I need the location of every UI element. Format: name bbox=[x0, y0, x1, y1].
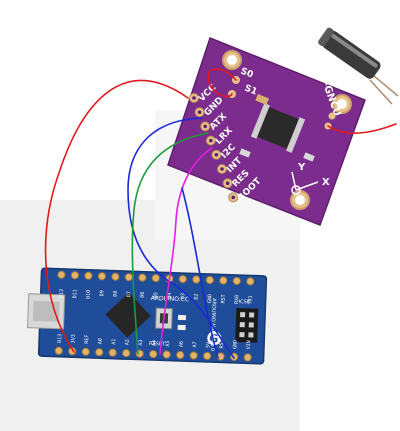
arduino-bottom-pin-label: D13 bbox=[57, 334, 63, 343]
pin-label-s0: S0 bbox=[239, 67, 255, 81]
arduino-top-pin-pad bbox=[111, 272, 120, 281]
module-pin-hole bbox=[209, 138, 213, 143]
sensor-module: S0 S1 GY-GNCU Y X VCCGNDATXLRXI2CINTRESB… bbox=[167, 37, 366, 226]
arduino-nano: G ARDUINO.CC ARDUINO NANO V3.0 RESET ICS… bbox=[27, 267, 268, 365]
arduino-top-pin-pad bbox=[84, 271, 93, 280]
arduino-top-pin-label: D7 bbox=[126, 291, 132, 297]
arduino-top-pin-pad bbox=[70, 271, 80, 280]
arduino-bottom-pin-pad bbox=[203, 351, 212, 361]
arduino-bottom-pin-label: REF bbox=[84, 335, 90, 344]
arduino-top-pin-pad bbox=[205, 275, 214, 285]
arduino-top-pin-label: RST bbox=[221, 294, 227, 303]
arduino-top-pin-pad bbox=[97, 272, 106, 281]
arduino-bottom-pin-pad bbox=[54, 346, 63, 355]
arduino-bottom-pin-pad bbox=[162, 350, 171, 359]
arduino-top-pin-label: D9 bbox=[99, 290, 105, 296]
arduino-bottom-pin-pad bbox=[122, 349, 131, 358]
arduino-top-pin-label: D11 bbox=[72, 289, 78, 298]
arduino-bottom-pin-label: GND bbox=[232, 340, 238, 349]
smd-component bbox=[255, 94, 270, 106]
arduino-top-pin-label: RX0 bbox=[234, 295, 240, 304]
arduino-bottom-pin-pad bbox=[176, 350, 185, 360]
arduino-top-pin-label: D6 bbox=[140, 292, 146, 298]
label-icsp: ICSP bbox=[238, 299, 249, 305]
arduino-bottom-pin-pad bbox=[189, 351, 198, 360]
arduino-bottom-pin-label: 3V3 bbox=[71, 334, 77, 343]
atmega-chip bbox=[105, 292, 151, 338]
arduino-bottom-pin-label: A4 bbox=[151, 340, 157, 346]
module-pin-hole bbox=[220, 167, 224, 171]
arduino-bottom-pin-label: A7 bbox=[192, 341, 198, 347]
arduino-top-pin-label: D3 bbox=[180, 293, 186, 299]
lrx-wire bbox=[159, 147, 213, 355]
arduino-top-pin-label: D12 bbox=[59, 289, 65, 298]
arduino-top-pin-pad bbox=[232, 276, 241, 286]
arduino-bottom-pin-label: A5 bbox=[165, 340, 171, 346]
arduino-bottom-pin-label: 5V bbox=[205, 342, 211, 348]
label-nano-version: ARDUINO NANO V3.0 bbox=[209, 298, 217, 351]
arduino-top-pin-pad bbox=[178, 274, 187, 284]
atx-wire bbox=[131, 132, 209, 355]
arduino-bottom-pin-pad bbox=[68, 347, 77, 356]
arduino-bottom-pin-label: VIN bbox=[246, 340, 252, 349]
icsp-header bbox=[235, 307, 259, 343]
crystal-resonator bbox=[318, 27, 399, 105]
arduino-bottom-pin-pad bbox=[108, 348, 117, 357]
crystal-wire bbox=[327, 123, 397, 134]
arduino-top-pin-label: D10 bbox=[86, 290, 92, 299]
arduino-top-pin-pad bbox=[192, 275, 201, 284]
module-pin-hole bbox=[231, 195, 235, 200]
arduino-top-pin-pad bbox=[57, 270, 66, 279]
arduino-bottom-pin-label: A1 bbox=[111, 339, 117, 345]
module-pin-hole bbox=[214, 153, 219, 157]
pin-label-s1: S1 bbox=[243, 84, 259, 98]
arduino-bottom-pin-pad bbox=[81, 347, 90, 356]
gnd-wire bbox=[127, 117, 235, 359]
sensor-chip bbox=[257, 107, 299, 149]
arduino-top-pin-pad bbox=[219, 276, 228, 285]
smd-component bbox=[239, 148, 251, 158]
arduino-bottom-pin-pad bbox=[243, 353, 252, 362]
s0-s1-jumper bbox=[207, 68, 237, 98]
module-pin-hole bbox=[203, 124, 207, 129]
led bbox=[177, 314, 187, 321]
led bbox=[177, 324, 186, 331]
arduino-top-pin-pad bbox=[246, 277, 255, 286]
arduino-top-pin-label: D5 bbox=[153, 292, 159, 298]
wires bbox=[44, 68, 397, 359]
arduino-top-pin-label: GND bbox=[207, 294, 213, 303]
arduino-bottom-pin-label: A2 bbox=[125, 339, 131, 345]
smd-component bbox=[303, 152, 315, 162]
vcc-wire bbox=[44, 79, 189, 353]
arduino-bottom-pin-label: RST bbox=[219, 339, 225, 348]
arduino-top-pin-pad bbox=[151, 274, 160, 283]
arduino-bottom-pin-pad bbox=[149, 349, 158, 359]
label-reset: RESET bbox=[149, 341, 166, 348]
module-pin-hole bbox=[225, 181, 230, 185]
axis-origin bbox=[291, 185, 301, 195]
label-arduino-cc: ARDUINO.CC bbox=[151, 295, 190, 303]
arduino-top-pin-pad bbox=[138, 273, 147, 282]
arduino-top-pin-label: D4 bbox=[167, 293, 173, 299]
arduino-top-pin-pad bbox=[124, 273, 133, 282]
gnd-to-vin-wire bbox=[181, 187, 219, 359]
arduino-bottom-pin-label: A6 bbox=[178, 341, 184, 347]
module-pin-hole bbox=[192, 96, 196, 100]
arduino-top-pin-label: D2 bbox=[194, 293, 200, 299]
module-pin-hole bbox=[197, 110, 202, 114]
crystal-pad bbox=[328, 112, 336, 120]
arduino-top-pin-label: D8 bbox=[113, 291, 119, 297]
axis-x-label: X bbox=[322, 177, 330, 188]
arduino-bottom-pin-label: A3 bbox=[138, 340, 144, 346]
axis-y-label: Y bbox=[297, 162, 306, 173]
arduino-bottom-pin-pad bbox=[95, 348, 104, 357]
axis-y-arrow bbox=[291, 171, 297, 191]
arduino-bottom-pin-label: A0 bbox=[98, 338, 104, 344]
arduino-top-pin-label: TX1 bbox=[247, 295, 253, 304]
